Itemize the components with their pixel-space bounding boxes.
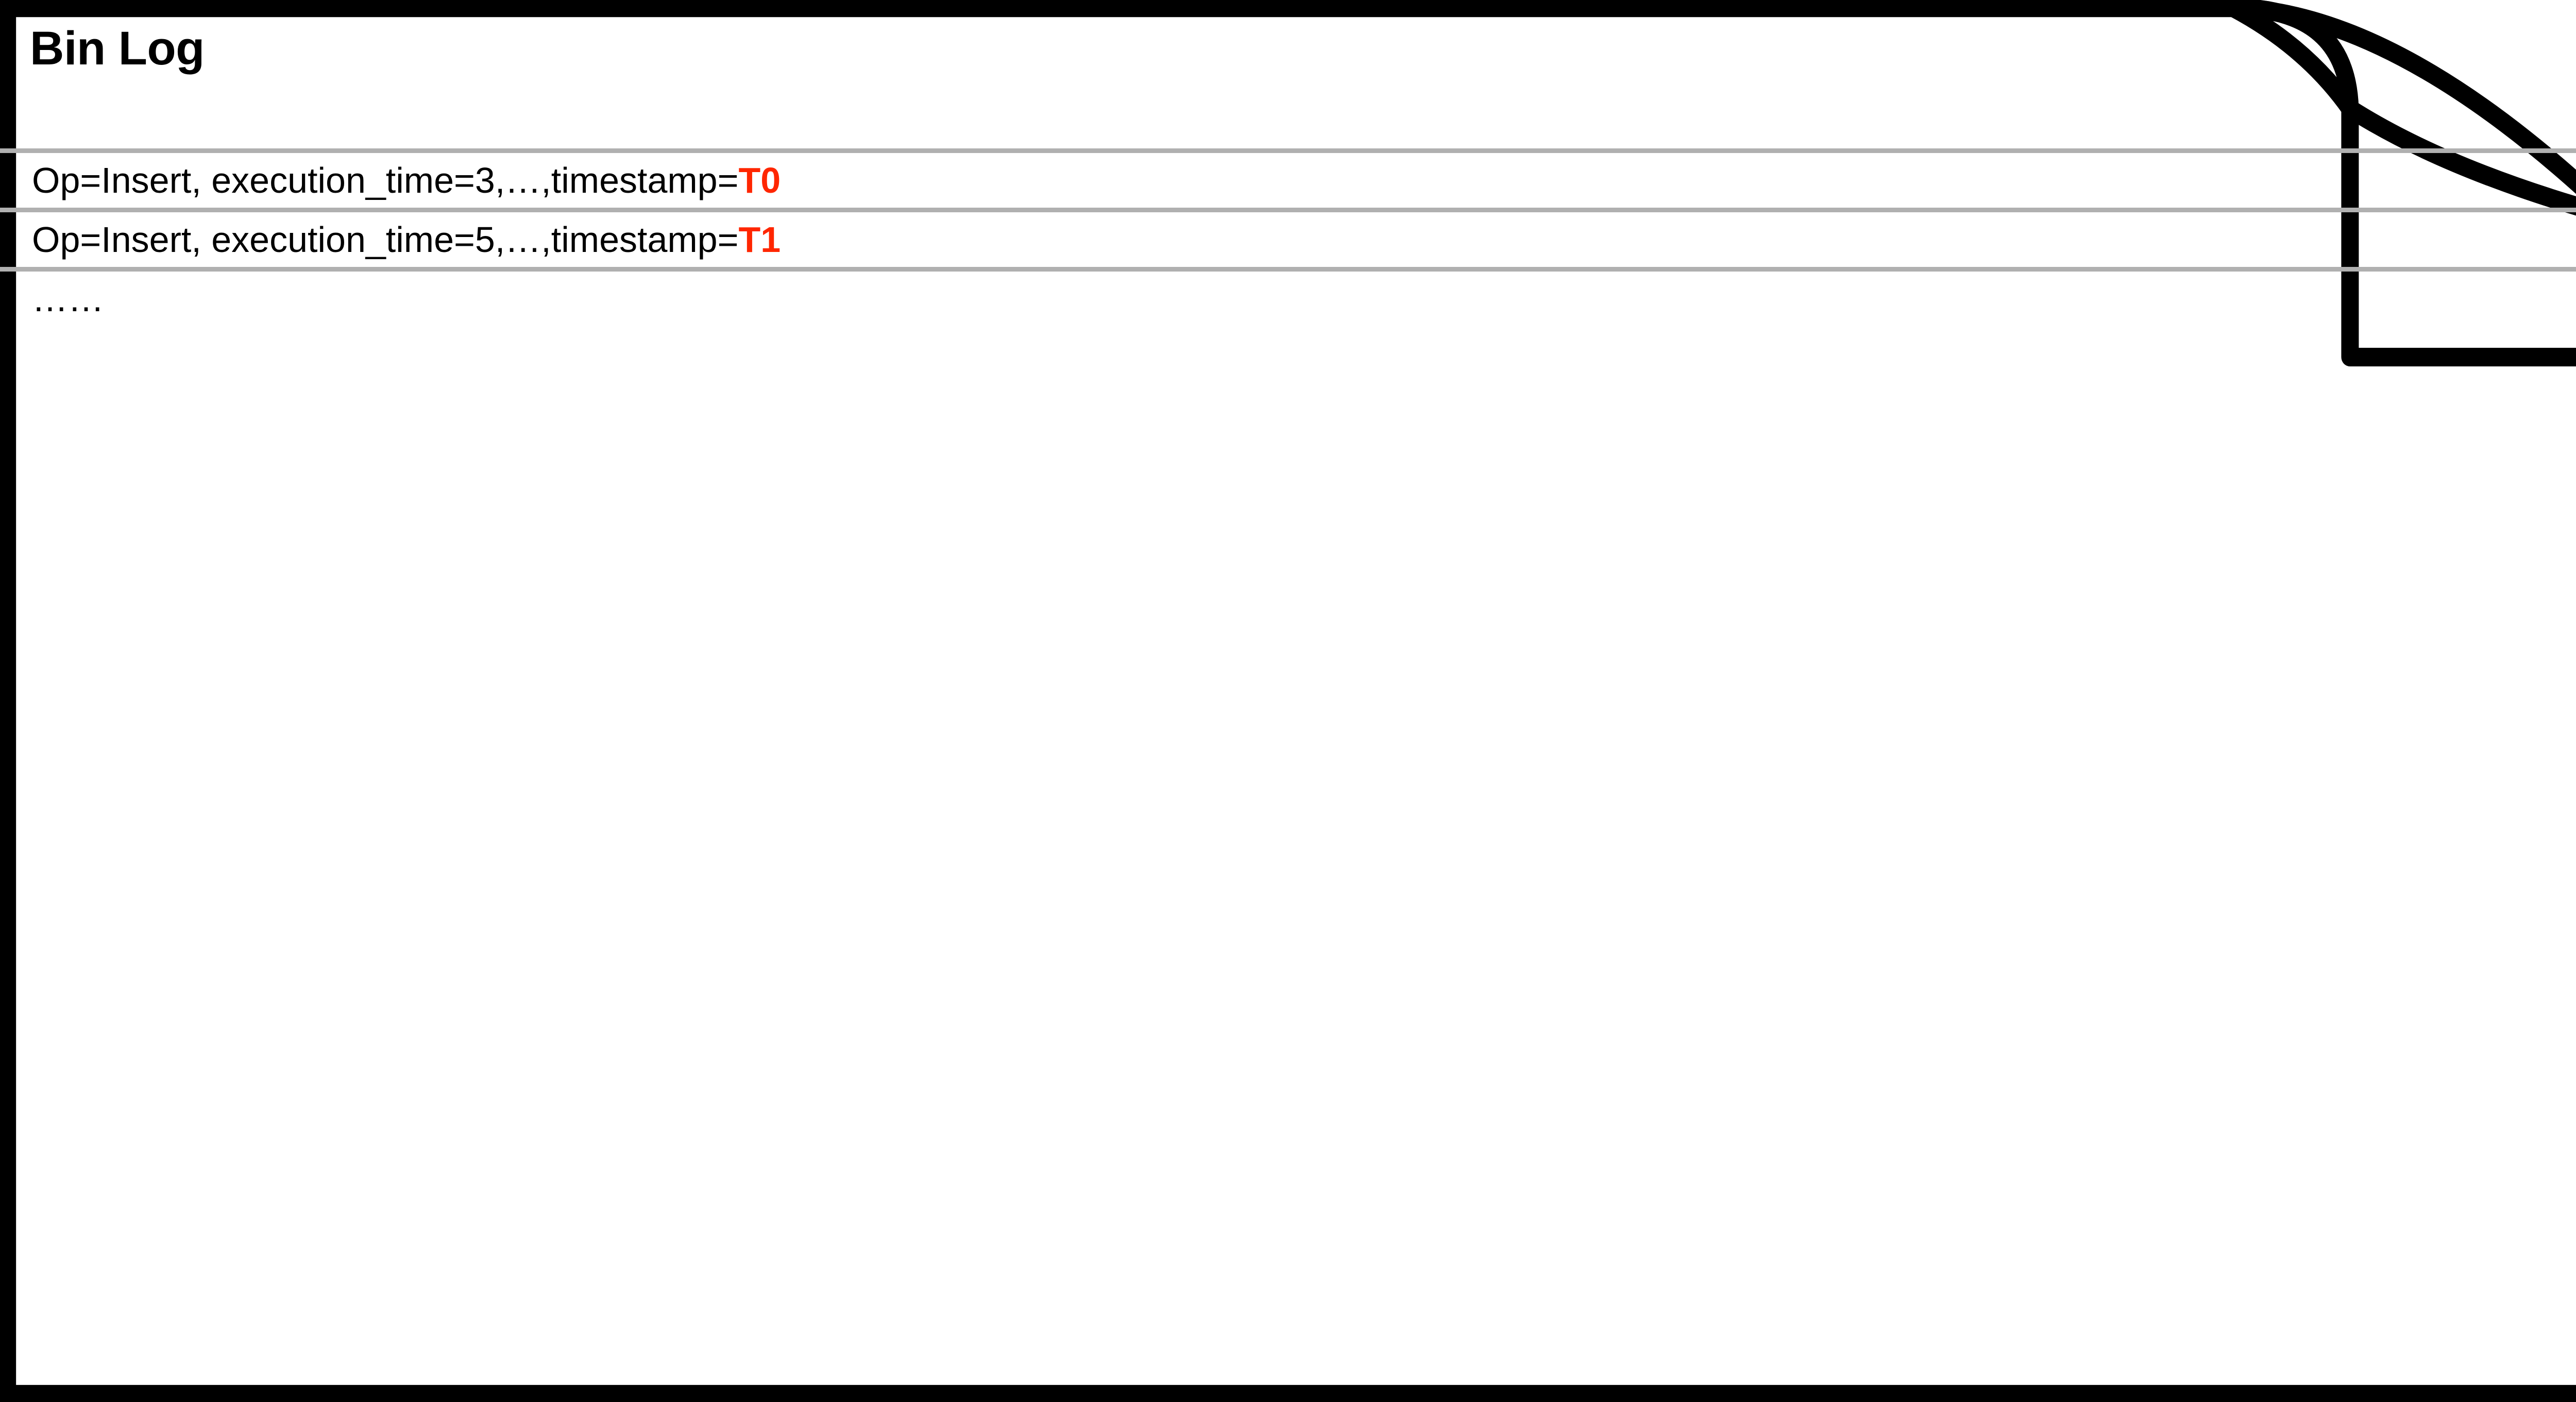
bin-log-row: …… <box>0 267 2576 326</box>
bin-log-row-text: Op=Insert, execution_time=3,…,timestamp=… <box>32 160 781 200</box>
bin-log-row: Op=Insert, execution_time=3,…,timestamp=… <box>0 148 2576 208</box>
bin-log-row-text: …… <box>32 279 104 319</box>
bin-log-title: Bin Log <box>30 22 205 75</box>
bin-log-row-text: Op=Insert, execution_time=5,…,timestamp=… <box>32 219 781 260</box>
timestamp-value: T1 <box>738 219 781 260</box>
timestamp-value: T0 <box>738 160 781 200</box>
bin-log-row: Op=Insert, execution_time=5,…,timestamp=… <box>0 208 2576 267</box>
